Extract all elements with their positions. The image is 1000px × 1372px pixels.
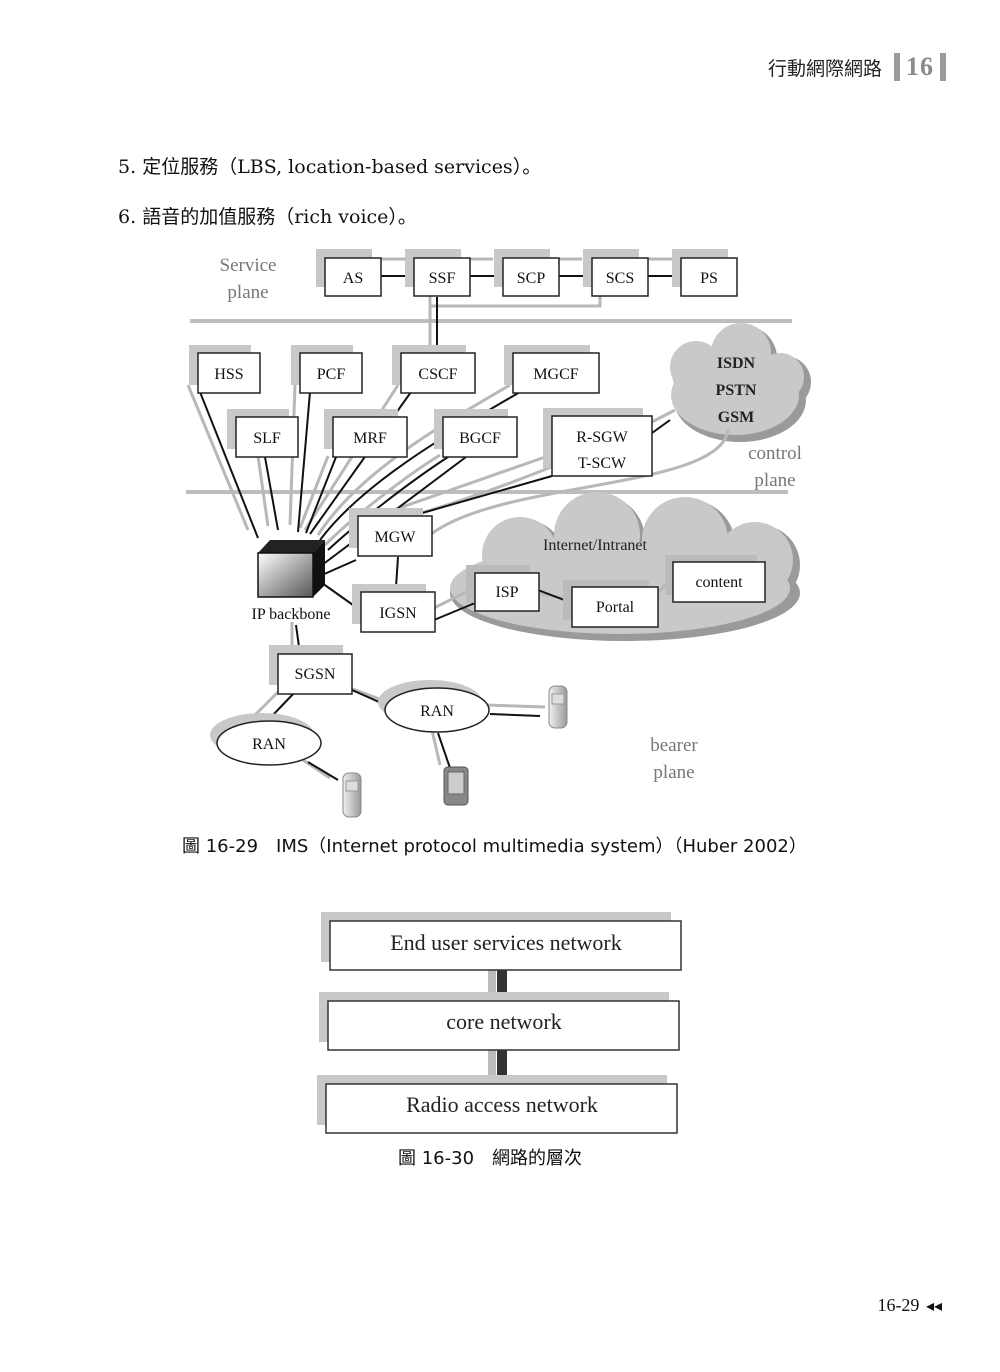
node-label: CSCF: [418, 366, 457, 383]
node-slf: SLF: [227, 409, 299, 458]
node-label: RAN: [252, 736, 286, 753]
ran-left: RAN: [210, 713, 322, 766]
node-label: MGCF: [533, 366, 578, 383]
layer-core-network: core network: [319, 992, 680, 1051]
layer-connector-shadow: [488, 962, 496, 1000]
node-label: content: [695, 574, 743, 591]
node-label: BGCF: [459, 430, 501, 447]
header-bar-left: [894, 53, 900, 81]
layer-label: core network: [446, 1009, 561, 1034]
page-number: 16-29 ◂◂: [877, 1295, 942, 1316]
node-label: Portal: [596, 599, 635, 616]
page-number-text: 16-29: [877, 1295, 920, 1315]
figure-caption: 圖 16-30 網路的層次: [398, 1148, 583, 1169]
layer-label: End user services network: [390, 930, 622, 955]
node-label: T-SCW: [578, 455, 627, 472]
node-mrf: MRF: [324, 409, 408, 458]
node-scp: SCP: [494, 249, 560, 297]
running-header: 行動網際網路 16: [768, 52, 946, 82]
pda-phone-icon: [443, 766, 469, 806]
list-item-number: 5.: [118, 156, 137, 178]
node-portal: Portal: [563, 580, 659, 628]
node-label: SSF: [429, 270, 456, 287]
pstn-cloud: [670, 323, 811, 442]
bearer-plane-label: bearer: [650, 735, 698, 756]
ip-backbone-label: IP backbone: [252, 606, 331, 623]
node-hss: HSS: [189, 345, 261, 394]
internet-cloud-title: Internet/Intranet: [543, 537, 648, 554]
ip-backbone-cube: [257, 540, 325, 598]
node-rsgw: R-SGW T-SCW: [543, 408, 653, 477]
chapter-number: 16: [906, 52, 934, 81]
cloud-label-pstn: PSTN: [716, 382, 757, 399]
list-item-text: 語音的加值服務（rich voice）。: [142, 206, 417, 228]
list-item-text: 定位服務（LBS, location-based services）。: [142, 156, 542, 178]
node-ps: PS: [672, 249, 738, 297]
node-content: content: [665, 555, 766, 603]
node-isp: ISP: [466, 565, 540, 612]
control-plane-label: control: [748, 443, 802, 464]
node-igsn: IGSN: [352, 584, 436, 633]
mobile-phone-icon: [342, 772, 362, 818]
node-label: MGW: [375, 529, 417, 546]
service-plane-label: Service: [220, 255, 277, 276]
layer-end-user-services: End user services network: [321, 912, 682, 971]
node-label: HSS: [214, 366, 243, 383]
node-scs: SCS: [583, 249, 649, 297]
service-plane-label: plane: [227, 282, 268, 303]
node-label: SCP: [517, 270, 546, 287]
node-label: ISP: [495, 584, 518, 601]
layer-radio-access: Radio access network: [317, 1075, 678, 1134]
node-label: AS: [343, 270, 363, 287]
layer-connector: [497, 1048, 507, 1082]
list-item-number: 6.: [118, 206, 137, 228]
node-pcf: PCF: [291, 345, 363, 394]
chapter-number-box: 16: [894, 52, 946, 82]
ran-right: RAN: [378, 680, 490, 733]
node-label: PS: [700, 270, 718, 287]
node-label: SGSN: [295, 666, 336, 683]
figure-caption: 圖 16-29 IMS（Internet protocol multimedia…: [182, 836, 807, 857]
node-cscf: CSCF: [392, 345, 476, 394]
node-label: RAN: [420, 703, 454, 720]
node-label: IGSN: [379, 605, 417, 622]
node-label: R-SGW: [576, 429, 628, 446]
node-sgsn: SGSN: [269, 645, 353, 695]
control-plane-label: plane: [754, 470, 795, 491]
node-label: SCS: [606, 270, 634, 287]
double-arrow-left-icon: ◂◂: [925, 1298, 942, 1315]
layer-label: Radio access network: [406, 1092, 598, 1117]
layer-connector-shadow: [488, 1046, 496, 1082]
ims-diagram: Service plane control plane bearer plane…: [186, 249, 811, 818]
layer-connector: [497, 964, 507, 1000]
node-label: SLF: [253, 430, 281, 447]
node-mgw: MGW: [349, 508, 433, 557]
node-bgcf: BGCF: [434, 409, 518, 458]
network-layers-diagram: End user services network core network R…: [317, 912, 682, 1134]
node-ssf: SSF: [405, 249, 471, 297]
cloud-label-gsm: GSM: [718, 409, 754, 426]
list-item: 6. 語音的加值服務（rich voice）。: [118, 202, 417, 229]
chapter-title: 行動網際網路: [767, 57, 882, 80]
cloud-label-isdn: ISDN: [717, 355, 756, 372]
node-mgcf: MGCF: [504, 345, 600, 394]
header-bar-right: [940, 53, 946, 81]
mobile-phone-icon: [548, 685, 568, 729]
node-label: MRF: [353, 430, 387, 447]
list-item: 5. 定位服務（LBS, location-based services）。: [118, 152, 541, 179]
node-as: AS: [316, 249, 382, 297]
node-label: PCF: [317, 366, 346, 383]
bearer-plane-label: plane: [653, 762, 694, 783]
